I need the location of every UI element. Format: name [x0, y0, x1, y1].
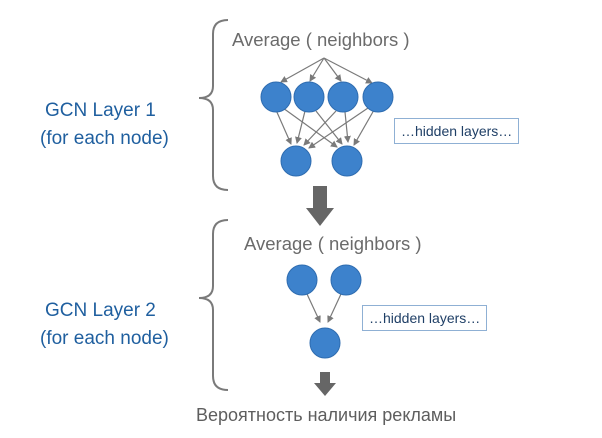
layer1-heading: Average ( neighbors )	[232, 29, 410, 50]
graph-node	[330, 264, 362, 296]
layer1-output-nodes	[280, 145, 363, 177]
edge	[303, 110, 337, 146]
output-arrow	[314, 372, 336, 396]
edge	[353, 109, 375, 146]
layer2-title: GCN Layer 2 (for each node)	[40, 298, 169, 352]
edge	[343, 111, 351, 143]
graph-node	[331, 145, 363, 177]
layer2-heading: Average ( neighbors )	[244, 233, 422, 254]
layer2-title-line1: GCN Layer 2	[45, 300, 156, 321]
layer2-title-line2: (for each node)	[40, 328, 169, 349]
edge	[323, 57, 373, 84]
layer1-edges	[275, 107, 375, 149]
layer1-hidden-layers-box: …hidden layers…	[394, 118, 520, 144]
layer2-input-nodes	[286, 264, 362, 296]
edge	[323, 57, 342, 82]
layer1-title-line1: GCN Layer 1	[45, 100, 156, 121]
graph-node	[293, 81, 325, 113]
edge	[295, 110, 306, 144]
layer1-title: GCN Layer 1 (for each node)	[40, 98, 169, 152]
edge	[275, 109, 292, 145]
edge	[309, 57, 325, 82]
layer2-hidden-layers-box: …hidden layers…	[362, 305, 488, 331]
edge	[308, 107, 369, 149]
edge	[282, 107, 338, 148]
output-label: Вероятность наличия рекламы	[196, 405, 457, 425]
graph-node	[286, 264, 318, 296]
layer2-edges	[306, 293, 342, 323]
graph-node	[280, 145, 312, 177]
graph-node	[309, 327, 341, 359]
edge	[306, 293, 321, 323]
layer2-brace	[198, 219, 229, 391]
edge	[327, 293, 342, 323]
layer1-title-line2: (for each node)	[40, 128, 169, 149]
graph-node	[260, 81, 292, 113]
edge	[280, 57, 325, 83]
layer1-brace	[198, 19, 229, 191]
layer-transition-arrow	[306, 186, 334, 226]
graph-node	[362, 81, 394, 113]
edge	[315, 110, 343, 145]
graph-node	[327, 81, 359, 113]
layer1-input-edges	[280, 57, 373, 84]
layer2-output-nodes	[309, 327, 341, 359]
layer1-input-nodes	[260, 81, 394, 113]
